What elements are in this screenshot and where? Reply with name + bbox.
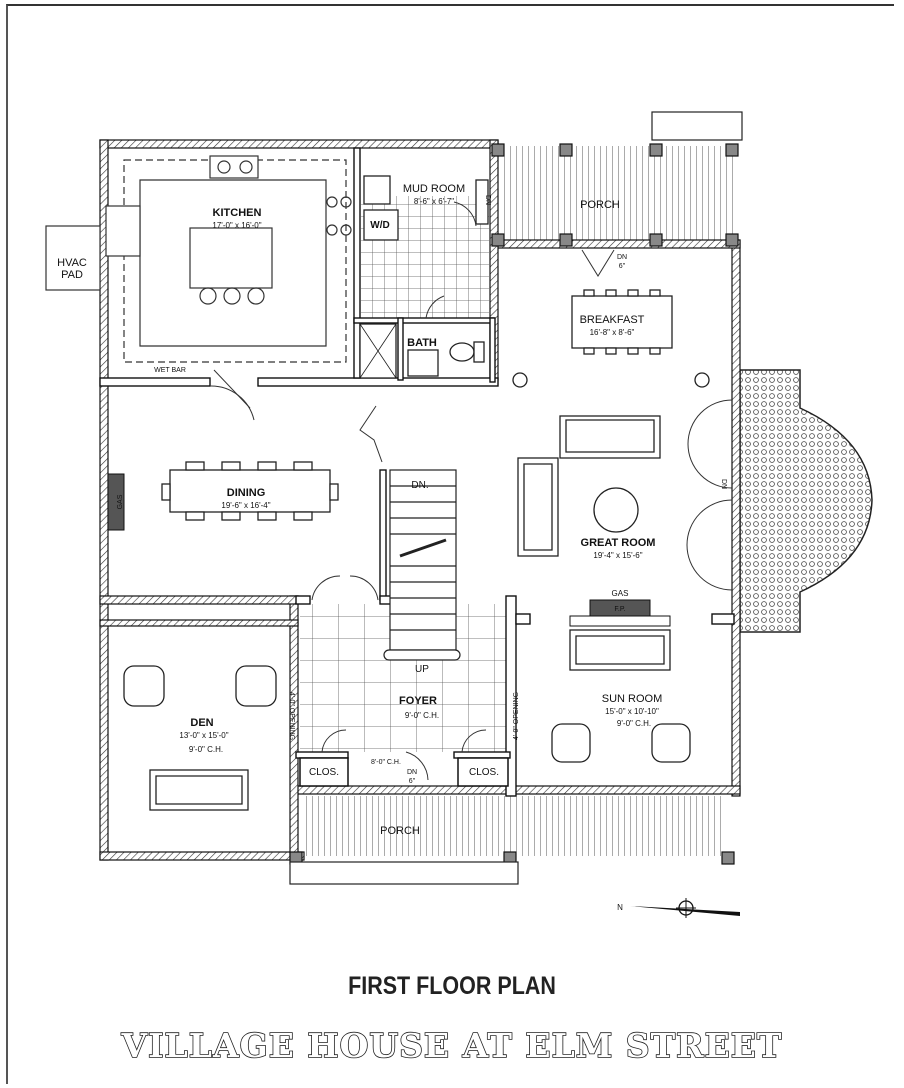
dining-dims: 19'-6" x 16'-4" <box>221 501 270 510</box>
sheet-border <box>6 4 894 1084</box>
fp-gas-label: GAS <box>612 589 629 598</box>
breakfast-table <box>571 289 673 355</box>
terrace-patio <box>739 369 873 633</box>
opening-left-label: 4'-0" OPENING <box>288 692 295 740</box>
porch-bottom-boards <box>304 796 724 856</box>
bath-label: BATH <box>407 337 437 349</box>
sun-room-dims: 15'-0" x 10'-10" <box>605 707 659 716</box>
porch-steps <box>289 861 519 885</box>
interior-walls <box>99 147 735 797</box>
closet-left <box>299 757 349 787</box>
kitchen-dims: 17'-0" x 16'-0" <box>212 221 261 230</box>
mud-room-fixtures <box>363 175 489 241</box>
closet-right <box>457 757 509 787</box>
breakfast-label: BREAKFAST <box>580 314 645 326</box>
hvac-label-line2: PAD <box>61 269 83 281</box>
porch-top-label: PORCH <box>580 199 620 211</box>
north-arrow <box>630 898 740 918</box>
dining-fireplace <box>107 473 125 531</box>
great-room-dims: 19'-4" x 15'-6" <box>593 551 642 560</box>
house-name: VILLAGE HOUSE AT ELM STREET <box>121 1025 783 1066</box>
great-room-hearth <box>569 615 671 627</box>
sun-room-label: SUN ROOM <box>602 693 663 705</box>
hvac-pad <box>45 225 101 291</box>
great-room-label: GREAT ROOM <box>581 537 656 549</box>
door-swings <box>209 201 733 781</box>
sun-room-ceiling: 9'-0" C.H. <box>617 719 651 728</box>
fp-fp-label: F.P. <box>614 606 625 613</box>
room-labels: KITCHEN 17'-0" x 16'-0" WET BAR MUD ROOM… <box>57 183 727 912</box>
side-dn-label: DN <box>720 479 727 489</box>
porch-columns <box>289 143 739 865</box>
porch-top-boards <box>500 146 736 242</box>
den-dims: 13'-0" x 15'-0" <box>179 731 228 740</box>
exterior-walls <box>99 139 741 861</box>
dining-label: DINING <box>227 487 266 499</box>
lounge-chairs <box>123 665 691 811</box>
entry-dn-step: 6" <box>409 778 416 785</box>
wd-label: W/D <box>370 220 389 231</box>
mud-dn-label: DN <box>484 195 491 205</box>
breakfast-dn-label: DN <box>617 254 627 261</box>
entry-ceiling-label: 8'-0" C.H. <box>371 759 401 766</box>
wet-bar-label: WET BAR <box>154 367 186 374</box>
kitchen-label: KITCHEN <box>213 207 262 219</box>
den-ceiling: 9'-0" C.H. <box>189 745 223 754</box>
foyer-label: FOYER <box>399 695 437 707</box>
breakfast-dims: 16'-8" x 8'-6" <box>590 328 635 337</box>
bath-fixtures <box>359 323 485 379</box>
staircase <box>383 469 461 661</box>
great-room-furniture <box>512 372 710 671</box>
chimney-box <box>651 111 743 141</box>
plan-title: FIRST FLOOR PLAN <box>348 972 556 1000</box>
mud-room-dims: 8'-6" x 6'-7" <box>414 197 454 206</box>
foyer-ceiling: 9'-0" C.H. <box>405 711 439 720</box>
entry-dn-label: DN <box>407 769 417 776</box>
breakfast-dn-step: 6" <box>619 263 626 270</box>
closet-left-label: CLOS. <box>309 767 339 778</box>
closet-right-label: CLOS. <box>469 767 499 778</box>
porch-bottom-label: PORCH <box>380 825 420 837</box>
dining-fp-label: GAS <box>117 494 124 509</box>
hvac-label-line1: HVAC <box>57 257 87 269</box>
north-label: N <box>617 903 623 912</box>
dining-table <box>161 461 339 521</box>
kitchen-cabinets <box>105 155 352 363</box>
opening-right-label: 4'-0" OPENING <box>513 692 520 740</box>
stair-dn-label: DN. <box>411 480 428 491</box>
stair-up-label: UP <box>415 664 429 675</box>
mud-room-label: MUD ROOM <box>403 183 465 195</box>
den-label: DEN <box>190 717 213 729</box>
